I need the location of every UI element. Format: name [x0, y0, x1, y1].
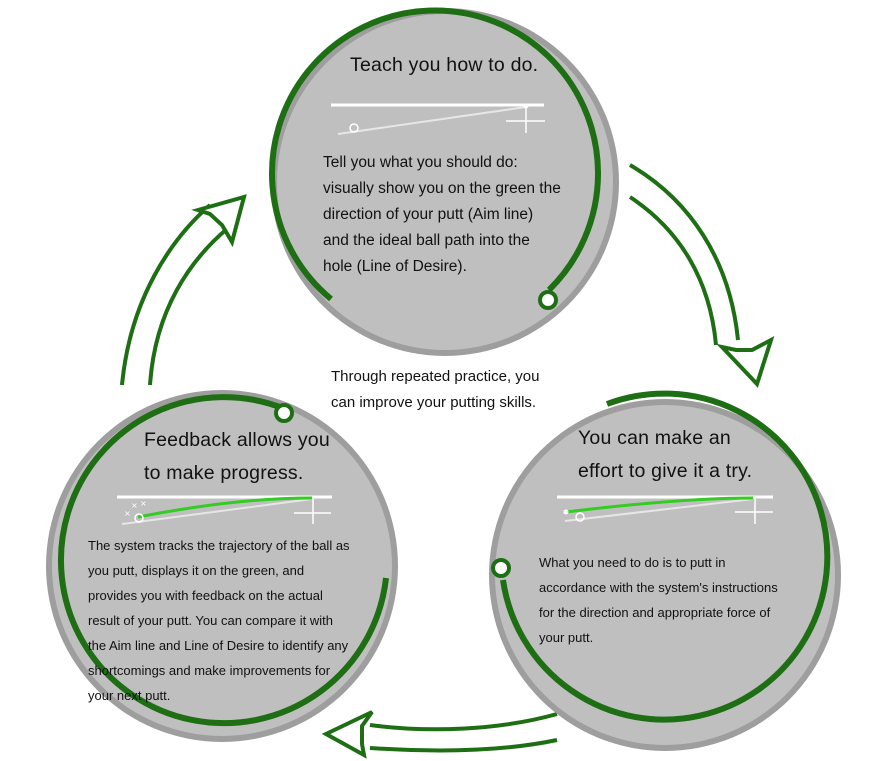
step-2-body: What you need to do is to putt in accord…	[539, 550, 778, 650]
step-3-body-line: you putt, displays it on the green, and	[88, 563, 305, 578]
step-2-body-line: What you need to do is to putt in	[539, 555, 726, 570]
step-1-body-line: hole (Line of Desire).	[323, 258, 467, 275]
step-1-body-line: visually show you on the green the	[323, 180, 561, 197]
cycle-arrow-try-to-feedback	[321, 710, 558, 759]
step-3-body-line: The system tracks the trajectory of the …	[88, 538, 350, 553]
step-2-title-line: You can make an	[578, 427, 731, 449]
step-3-body-line: provides you with feedback on the actual	[88, 588, 323, 603]
center-note-line: can improve your putting skills.	[331, 394, 537, 411]
step-3-title-line: to make progress.	[144, 462, 304, 484]
cycle-arrow-feedback-to-teach	[120, 194, 247, 386]
ring-end-marker	[491, 558, 511, 578]
aim-line-diagram	[331, 103, 545, 135]
step-1-body-line: direction of your putt (Aim line)	[323, 206, 534, 223]
step-3-body-line: shortcomings and make improvements for	[88, 663, 331, 678]
svg-text:×: ×	[140, 499, 147, 508]
step-3-title-line: Feedback allows you	[144, 429, 330, 451]
trajectory-diagram	[557, 495, 773, 524]
step-1-body-line: Tell you what you should do:	[323, 154, 518, 171]
step-3-body-line: result of your putt. You can compare it …	[88, 613, 333, 628]
step-1-title: Teach you how to do.	[350, 49, 538, 82]
step-circle-try	[489, 390, 841, 751]
step-2-body-line: accordance with the system's instruction…	[539, 580, 778, 595]
step-circle-feedback: × × ×	[46, 390, 398, 742]
step-1-body: Tell you what you should do: visually sh…	[323, 150, 561, 280]
step-3-body-line: your next putt.	[88, 688, 171, 703]
step-2-title: You can make an effort to give it a try.	[578, 422, 752, 488]
center-note: Through repeated practice, you can impro…	[331, 364, 539, 416]
cycle-arrow-teach-to-try	[628, 163, 775, 388]
step-1-title-line: Teach you how to do.	[350, 54, 539, 76]
ring-end-marker	[274, 403, 294, 423]
ring-end-marker	[538, 290, 558, 310]
step-2-body-line: for the direction and appropriate force …	[539, 605, 771, 620]
svg-text:×: ×	[131, 501, 138, 510]
step-3-body: The system tracks the trajectory of the …	[88, 533, 350, 708]
svg-text:×: ×	[124, 509, 131, 518]
center-note-line: Through repeated practice, you	[331, 368, 540, 385]
step-circle-teach	[269, 7, 619, 356]
step-1-body-line: and the ideal ball path into the	[323, 232, 530, 249]
step-2-title-line: effort to give it a try.	[578, 460, 753, 482]
step-2-body-line: your putt.	[539, 630, 594, 645]
step-3-body-line: the Aim line and Line of Desire to ident…	[88, 638, 349, 653]
feedback-diagram: × × ×	[117, 495, 332, 525]
step-3-title: Feedback allows you to make progress.	[144, 424, 330, 490]
